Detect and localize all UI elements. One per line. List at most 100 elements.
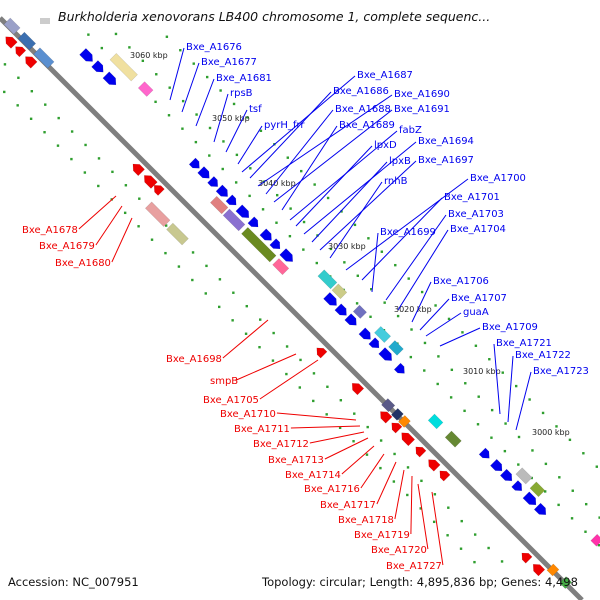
guide-dot [124, 184, 128, 187]
forward-gene-label: Bxe_A1703 [448, 209, 504, 220]
forward-label-leader [329, 181, 383, 259]
guide-dot [419, 507, 422, 510]
cog-feature-box [391, 408, 404, 421]
reverse-label-leader [95, 205, 123, 246]
guide-dot [420, 479, 423, 483]
guide-dot [464, 382, 467, 385]
kbp-tick-label: 3010 kbp [463, 367, 501, 376]
guide-dot [356, 274, 359, 277]
cog-feature-box [352, 304, 367, 319]
forward-gene-label: Bxe_A1704 [450, 224, 506, 235]
reverse-gene-arrow [521, 552, 533, 564]
guide-dot [244, 332, 248, 335]
guide-dot [595, 465, 598, 468]
guide-dot [194, 140, 198, 144]
guide-dot [97, 157, 101, 160]
guide-dot [302, 248, 305, 251]
guide-dot [407, 277, 410, 280]
guide-dot [259, 129, 263, 133]
guide-dot [379, 439, 383, 442]
guide-dot [450, 368, 454, 372]
guide-dot [248, 194, 251, 198]
guide-dot [394, 263, 397, 267]
guide-dot [369, 315, 372, 318]
forward-gene-label: Bxe_A1688 [335, 104, 391, 115]
forward-gene-arrow [188, 157, 200, 169]
guide-dot [568, 438, 572, 442]
cog-feature-box [317, 269, 338, 290]
forward-label-leader [295, 145, 373, 227]
guide-dot [477, 395, 480, 398]
guide-dot [288, 234, 292, 238]
guide-dot [285, 372, 288, 376]
forward-gene-arrow [368, 337, 380, 349]
reverse-gene-label: Bxe_A1679 [39, 241, 95, 252]
guide-dot [463, 409, 466, 413]
guide-dot [433, 493, 437, 496]
guide-dot [289, 207, 292, 210]
guide-dot [490, 408, 494, 412]
reverse-label-leader [78, 195, 117, 230]
forward-gene-label: Bxe_A1691 [394, 104, 450, 115]
guide-dot [261, 208, 265, 211]
guide-dot [29, 117, 33, 120]
forward-gene-arrow [478, 447, 490, 459]
forward-gene-label: Bxe_A1694 [418, 136, 474, 147]
kbp-tick-label: 3040 kbp [258, 179, 296, 188]
guide-dot [355, 302, 359, 305]
forward-gene-arrow [79, 48, 93, 62]
guide-dot [195, 113, 198, 116]
guide-dot [275, 221, 278, 224]
guide-dot [259, 318, 262, 321]
guide-dot [3, 90, 6, 94]
cog-feature-box [137, 81, 154, 97]
guide-dot [3, 63, 7, 66]
forward-gene-label: Bxe_A1707 [451, 293, 507, 304]
guide-dot [258, 345, 261, 349]
forward-gene-arrow [499, 468, 513, 482]
guide-dot [340, 210, 343, 213]
reverse-gene-label: Bxe_A1713 [268, 455, 324, 466]
forward-gene-label: rpsB [230, 88, 253, 99]
guide-dot [436, 382, 439, 386]
guide-dot [56, 144, 60, 147]
guide-dot [446, 534, 449, 537]
reverse-label-leader [111, 217, 133, 263]
guide-dot [17, 76, 20, 79]
reverse-gene-arrow [415, 446, 427, 458]
guide-dot [313, 183, 316, 186]
guide-dot [420, 290, 424, 294]
forward-gene-arrow [207, 176, 219, 187]
guide-dot [30, 90, 34, 93]
guide-dot [100, 46, 104, 50]
map-scale-marker [40, 18, 50, 24]
guide-dot [84, 143, 87, 147]
guide-dot [528, 398, 531, 401]
guide-dot [219, 89, 222, 92]
forward-gene-arrow [533, 502, 547, 516]
guide-dot [582, 452, 585, 455]
forward-gene-label: Bxe_A1722 [515, 350, 571, 361]
guide-dot [312, 372, 316, 375]
guide-dot [165, 35, 169, 38]
guide-dot [285, 345, 289, 348]
reverse-gene-label: Bxe_A1720 [371, 545, 427, 556]
guide-dot [234, 181, 238, 184]
forward-gene-arrow [511, 480, 523, 491]
guide-dot [231, 319, 234, 322]
forward-label-leader [371, 232, 379, 293]
guide-dot [487, 546, 490, 550]
reverse-label-leader [394, 469, 405, 520]
forward-gene-label: Bxe_A1676 [186, 42, 242, 53]
guide-dot [383, 301, 386, 304]
guide-dot [365, 453, 369, 456]
cog-feature-box [272, 258, 290, 276]
reverse-label-leader [222, 319, 269, 359]
guide-dot [164, 224, 168, 227]
cog-feature-box [546, 563, 560, 577]
forward-label-leader [425, 312, 462, 337]
guide-dot [503, 449, 507, 453]
reverse-label-leader [236, 353, 297, 381]
reverse-label-leader [259, 359, 319, 400]
genome-summary: Topology: circular; Length: 4,895,836 bp… [262, 575, 578, 589]
